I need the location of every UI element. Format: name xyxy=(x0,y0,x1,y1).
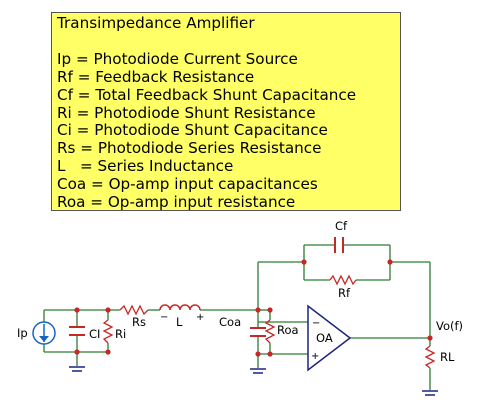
resistor-rf: Rf xyxy=(329,274,357,300)
label-rl: RL xyxy=(440,350,455,364)
legend-line: Cf = Total Feedback Shunt Capacitance xyxy=(57,85,357,104)
circuit-nodes xyxy=(74,259,433,357)
legend-line: Coa = Op-amp input capacitances xyxy=(57,175,318,194)
ground-symbol-right xyxy=(422,390,438,396)
node-dot xyxy=(74,349,80,355)
node-dot xyxy=(387,259,393,265)
label-rs: Rs xyxy=(132,315,146,329)
label-ip: Ip xyxy=(17,326,28,340)
capacitor-coa: Coa xyxy=(219,315,266,337)
ground-symbol-middle xyxy=(250,368,266,374)
resistor-rl: RL xyxy=(424,345,455,369)
opamp-oa: − OA + xyxy=(307,304,352,372)
node-dot xyxy=(267,307,273,313)
label-rf: Rf xyxy=(338,286,351,300)
node-dot xyxy=(255,307,261,313)
legend-line: Ri = Photodiode Shunt Resistance xyxy=(57,103,316,122)
label-l-plus: + xyxy=(196,312,204,323)
node-dot xyxy=(255,351,261,357)
node-dot xyxy=(105,349,111,355)
resistor-rs: Rs xyxy=(119,304,149,329)
node-dot xyxy=(301,259,307,265)
current-source-ip: Ip xyxy=(17,321,56,345)
legend-line: Ci = Photodiode Shunt Capacitance xyxy=(57,121,328,140)
node-dot xyxy=(105,307,111,313)
label-cf: Cf xyxy=(335,219,348,233)
legend-line: Roa = Op-amp input resistance xyxy=(57,193,296,212)
resistor-roa: Roa xyxy=(264,319,299,344)
label-oa-minus: − xyxy=(312,318,320,329)
legend-box: Transimpedance Amplifier Ip = Photodiode… xyxy=(51,12,401,211)
resistor-ri: Ri xyxy=(102,319,126,344)
label-coa: Coa xyxy=(219,315,241,329)
label-oa: OA xyxy=(316,331,333,345)
label-roa: Roa xyxy=(277,323,299,337)
label-l-minus: − xyxy=(160,312,168,323)
inductor-l: − L + xyxy=(159,304,204,329)
label-vo: Vo(f) xyxy=(436,319,463,333)
capacitor-ci: CI xyxy=(69,326,100,341)
node-dot xyxy=(267,351,273,357)
node-dot xyxy=(427,335,433,341)
label-l: L xyxy=(176,315,183,329)
legend-line: Rf = Feedback Resistance xyxy=(57,67,255,86)
capacitor-cf: Cf xyxy=(334,219,348,253)
legend-line: Ip = Photodiode Current Source xyxy=(57,49,298,68)
legend-line: Rs = Photodiode Series Resistance xyxy=(57,139,322,158)
label-ci: CI xyxy=(89,327,100,341)
node-dot xyxy=(74,307,80,313)
legend-line: L = Series Inductance xyxy=(57,157,234,176)
ground-symbol-left xyxy=(69,366,85,372)
label-oa-plus: + xyxy=(311,351,319,362)
legend-title: Transimpedance Amplifier xyxy=(57,14,255,32)
label-ri: Ri xyxy=(115,327,126,341)
